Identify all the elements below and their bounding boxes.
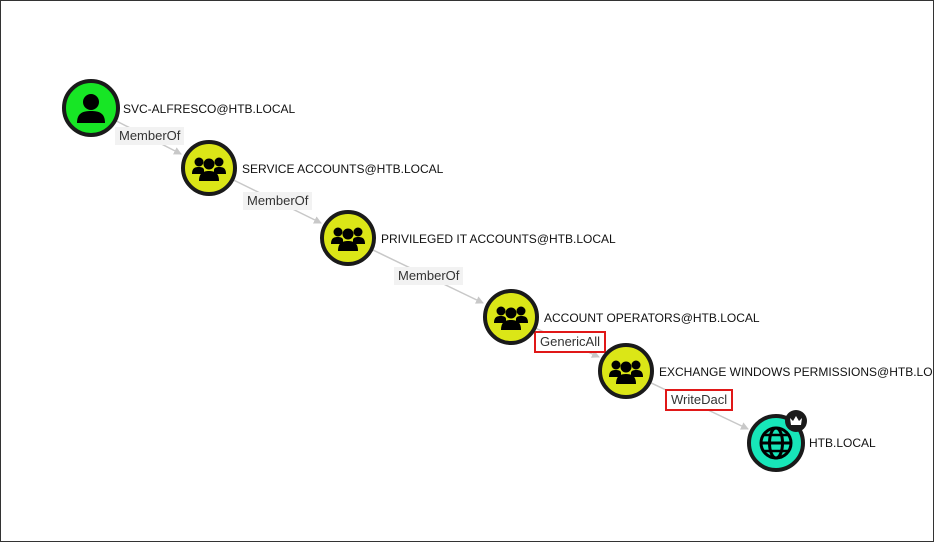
- node-label: EXCHANGE WINDOWS PERMISSIONS@HTB.LO: [659, 365, 933, 379]
- group-icon: [331, 227, 365, 251]
- edge-label-memberof[interactable]: MemberOf: [394, 267, 464, 285]
- node-svc-alfresco[interactable]: [62, 79, 120, 137]
- node-label: ACCOUNT OPERATORS@HTB.LOCAL: [544, 311, 760, 325]
- group-icon: [192, 157, 226, 181]
- node-service-accounts[interactable]: [181, 140, 237, 196]
- node-account-operators[interactable]: [483, 289, 539, 345]
- edge-label-writedacl[interactable]: WriteDacl: [664, 389, 734, 411]
- node-label: HTB.LOCAL: [809, 436, 876, 450]
- node-privileged-it-accounts[interactable]: [320, 210, 376, 266]
- edge-label-genericall[interactable]: GenericAll: [534, 331, 606, 353]
- edge-label-memberof[interactable]: MemberOf: [115, 127, 185, 145]
- high-value-badge: [785, 410, 807, 432]
- crown-icon: [790, 416, 802, 425]
- node-htb-local[interactable]: [747, 414, 805, 472]
- globe-icon: [759, 426, 793, 460]
- node-exchange-windows-permissions[interactable]: [598, 343, 654, 399]
- node-label: SERVICE ACCOUNTS@HTB.LOCAL: [242, 162, 444, 176]
- group-icon: [609, 360, 643, 384]
- edge-label-memberof[interactable]: MemberOf: [243, 192, 313, 210]
- node-label: SVC-ALFRESCO@HTB.LOCAL: [123, 102, 296, 116]
- user-icon: [77, 94, 105, 123]
- group-icon: [494, 306, 528, 330]
- node-label: PRIVILEGED IT ACCOUNTS@HTB.LOCAL: [381, 232, 616, 246]
